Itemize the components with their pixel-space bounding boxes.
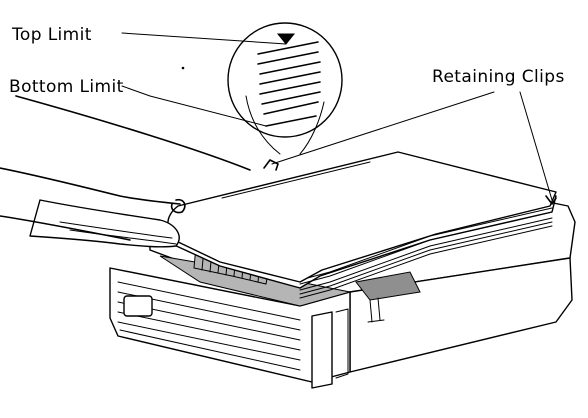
retaining-clips-label: Retaining Clips <box>432 67 565 87</box>
top-limit-marker <box>276 33 296 45</box>
bottom-limit-label: Bottom Limit <box>9 77 124 97</box>
callout-leaders <box>121 32 553 201</box>
retaining-clip-right <box>545 195 557 205</box>
tray-front-ribs <box>117 281 301 371</box>
tray-handle-slot <box>123 295 153 317</box>
hand-illustration <box>0 167 186 248</box>
top-limit-label: Top Limit <box>11 25 92 45</box>
retaining-clip-left <box>263 159 279 171</box>
magnifier-inset <box>227 22 343 138</box>
paper-stack <box>167 151 557 299</box>
